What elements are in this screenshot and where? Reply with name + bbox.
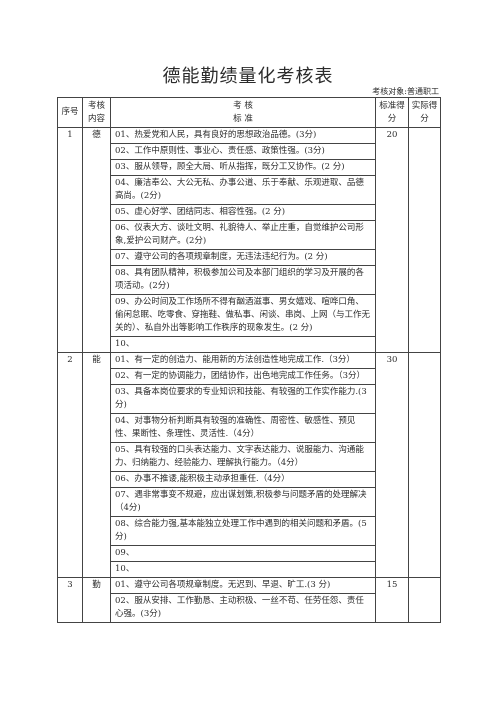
standard-score: 20 bbox=[375, 127, 409, 353]
criterion-item: 05、虚心好学、团结同志、相容性强。(2 分) bbox=[110, 204, 376, 221]
section-seq: 2 bbox=[57, 352, 83, 578]
criterion-item: 07、遇非常事变不规避，应出谋划策,积极参与问题矛盾的处理解决（4分) bbox=[110, 487, 376, 517]
criterion-item: 02、有一定的协调能力，团结协作，出色地完成工作任务。（3分） bbox=[110, 368, 376, 385]
criterion-item: 01、热爱党和人民，具有良好的思想政治品德。(3分) bbox=[110, 127, 376, 144]
criterion-item: 04、对事物分析判断具有较强的准确性、周密性、敏感性、预见性、果断性、条理性、灵… bbox=[110, 413, 376, 443]
table-row: 09、办公时间及工作场所不得有酗酒滋事、男女嬉戏、喧哗口角、偷闲怠眠、吃零食、穿… bbox=[58, 294, 441, 337]
criterion-item: 06、办事不推诿,能积极主动承担重任.（4分） bbox=[110, 471, 376, 488]
criterion-item: 04、廉洁奉公、大公无私、办事公道、乐于奉献、乐观进取、品德高尚。(2分) bbox=[110, 175, 376, 205]
header-standard-text: 考 核 标 准 bbox=[233, 100, 253, 124]
section-name: 勤 bbox=[82, 577, 111, 623]
header-standard: 考 核 标 准 bbox=[110, 97, 376, 128]
criterion-item: 03、服从领导，顾全大局、听从指挥，既分工又协作。(2 分) bbox=[110, 159, 376, 176]
section-seq: 1 bbox=[57, 127, 83, 353]
standard-score: 15 bbox=[375, 577, 409, 623]
table-row: 02、服从安排、工作勤恳、主动积极、一丝不苟、任劳任怨、责任心强。(3分) bbox=[58, 593, 441, 623]
header-std-score: 标准得分 bbox=[375, 97, 409, 128]
criterion-item: 03、具备本岗位要求的专业知识和技能、有较强的工作实作能力.(3分) bbox=[110, 384, 376, 414]
criterion-item: 09、办公时间及工作场所不得有酗酒滋事、男女嬉戏、喧哗口角、偷闲怠眠、吃零食、穿… bbox=[110, 294, 376, 337]
criterion-item: 09、 bbox=[110, 545, 376, 562]
actual-score-cell[interactable] bbox=[408, 127, 441, 353]
assessment-target: 考核对象:普通职工 bbox=[372, 87, 439, 96]
section-name: 能 bbox=[82, 352, 111, 578]
section-name: 德 bbox=[82, 127, 111, 353]
table-row: 08、具有团队精神，积极参加公司及本部门组织的学习及开展的各项活动。(2分) bbox=[58, 265, 441, 295]
table-row: 04、廉洁奉公、大公无私、办事公道、乐于奉献、乐观进取、品德高尚。(2分) bbox=[58, 175, 441, 205]
header-seq: 序号 bbox=[57, 97, 83, 128]
criterion-item: 08、具有团队精神，积极参加公司及本部门组织的学习及开展的各项活动。(2分) bbox=[110, 265, 376, 295]
criterion-item: 10、 bbox=[110, 561, 376, 578]
criterion-item: 05、具有较强的口头表达能力、文字表达能力、说服能力、沟通能力、归纳能力、经验能… bbox=[110, 442, 376, 472]
section-seq: 3 bbox=[57, 577, 83, 623]
criterion-item: 01、遵守公司各项规章制度。无迟到、早退、旷工.(3 分) bbox=[110, 577, 376, 594]
criterion-item: 10、 bbox=[110, 336, 376, 353]
criterion-item: 02、服从安排、工作勤恳、主动积极、一丝不苟、任劳任怨、责任心强。(3分) bbox=[110, 593, 376, 623]
criterion-item: 08、综合能力强,基本能独立处理工作中遇到的相关问题和矛盾。(5分) bbox=[110, 516, 376, 546]
table-row: 08、综合能力强,基本能独立处理工作中遇到的相关问题和矛盾。(5分) bbox=[58, 516, 441, 546]
criterion-item: 07、遵守公司的各项规章制度，无违法违纪行为。(2 分) bbox=[110, 249, 376, 266]
criterion-item: 01、有一定的创造力、能用新的方法创造性地完成工作.（3分） bbox=[110, 352, 376, 369]
criterion-item: 02、工作中原则性、事业心、责任感、政策性强。(3分) bbox=[110, 143, 376, 160]
actual-score-cell[interactable] bbox=[408, 352, 441, 578]
page-title: 德能勤绩量化考核表 bbox=[162, 66, 334, 87]
table-row: 06、仪表大方、谈吐文明、礼貌待人、举止庄重，自觉维护公司形象,爱护公司财产。(… bbox=[58, 220, 441, 250]
standard-score: 30 bbox=[375, 352, 409, 578]
header-content: 考核内容 bbox=[82, 97, 111, 128]
table-row: 05、具有较强的口头表达能力、文字表达能力、说服能力、沟通能力、归纳能力、经验能… bbox=[58, 442, 441, 472]
actual-score-cell[interactable] bbox=[408, 577, 441, 623]
header-actual-score: 实际得分 bbox=[408, 97, 441, 128]
table-header-row: 序号 考核内容 考 核 标 准 标准得分 实际得分 bbox=[57, 97, 441, 128]
table-row: 04、对事物分析判断具有较强的准确性、周密性、敏感性、预见性、果断性、条理性、灵… bbox=[58, 413, 441, 443]
criterion-item: 06、仪表大方、谈吐文明、礼貌待人、举止庄重，自觉维护公司形象,爱护公司财产。(… bbox=[110, 220, 376, 250]
